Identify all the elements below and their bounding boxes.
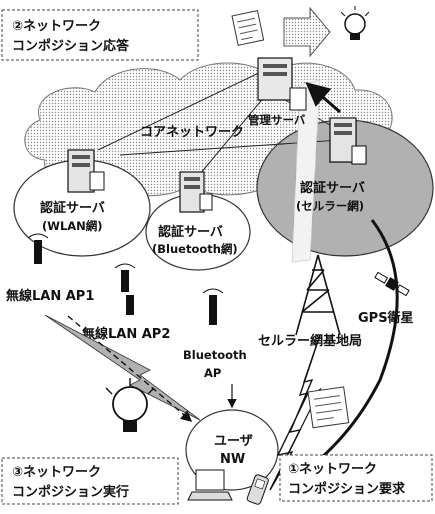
cellular-auth-label-line2: (セルラー網)	[296, 199, 364, 213]
user-network-label-line2: NW	[220, 452, 245, 467]
step2-label-line1: ②ネットワーク	[12, 19, 101, 34]
step3-label-line1: ③ネットワーク	[12, 465, 101, 480]
document-icon	[231, 10, 265, 46]
step1-label-line2: コンポジション要求	[288, 481, 406, 497]
step1-label-line1: ①ネットワーク	[288, 462, 377, 477]
management-server-label: 管理サーバ	[248, 113, 306, 127]
bluetooth-ap-label-line1: Bluetooth	[183, 348, 247, 362]
wlan-auth-label-line2: (WLAN網)	[42, 219, 103, 233]
cellular-tower-icon	[295, 254, 341, 336]
wlan-ap1-antenna-icon	[27, 233, 49, 264]
cellular-auth-server-icon	[329, 117, 367, 165]
wlan-auth-server-icon	[67, 149, 105, 193]
request-document-icon	[307, 386, 350, 429]
step3-label-line2: コンポジション実行	[12, 484, 129, 500]
step2-callout	[1, 9, 199, 61]
step1-callout	[279, 454, 433, 502]
mobile-phone-icon	[246, 474, 269, 505]
cellular-signal-bolt	[269, 334, 321, 491]
laptop-icon	[187, 469, 233, 501]
cellular-base-label: セルラー網基地局	[258, 333, 362, 349]
user-lightbulb-icon	[105, 378, 155, 432]
wlan-ap2-label: 無線LAN AP2	[82, 326, 170, 342]
bluetooth-ap-label-line2: AP	[204, 366, 221, 380]
lightbulb-icon	[340, 6, 370, 40]
cellular-auth-label-line1: 認証サーバ	[300, 180, 365, 196]
mgmt-to-cellular-arrow	[305, 82, 341, 114]
bluetooth-auth-label-line1: 認証サーバ	[158, 224, 223, 240]
gps-label: GPS衛星	[358, 310, 414, 326]
management-server-icon	[257, 57, 307, 111]
signal-beam	[291, 79, 321, 263]
wlan-auth-label-line1: 認証サーバ	[40, 200, 105, 216]
wlan-ap2-antenna-icon	[114, 263, 136, 292]
step2-label-line2: コンポジション応答	[12, 38, 130, 54]
core-network-label: コアネットワーク	[140, 125, 244, 140]
response-arrow-icon	[283, 6, 331, 58]
wlan-dashed-arrow	[67, 315, 193, 422]
wlan-ap3-antenna-icon	[126, 295, 134, 315]
bluetooth-auth-server-icon	[179, 171, 213, 213]
step2-response-arrow	[295, 219, 399, 480]
satellite-icon	[374, 271, 410, 297]
step3-callout	[1, 457, 179, 505]
bluetooth-ap-antenna-icon	[202, 288, 224, 325]
wlan-signal-bolt	[44, 314, 201, 421]
bluetooth-auth-label-line2: (Bluetooth網)	[152, 242, 238, 256]
wlan-ap1-label: 無線LAN AP1	[6, 288, 94, 304]
user-network-label-line1: ユーザ	[214, 434, 253, 449]
